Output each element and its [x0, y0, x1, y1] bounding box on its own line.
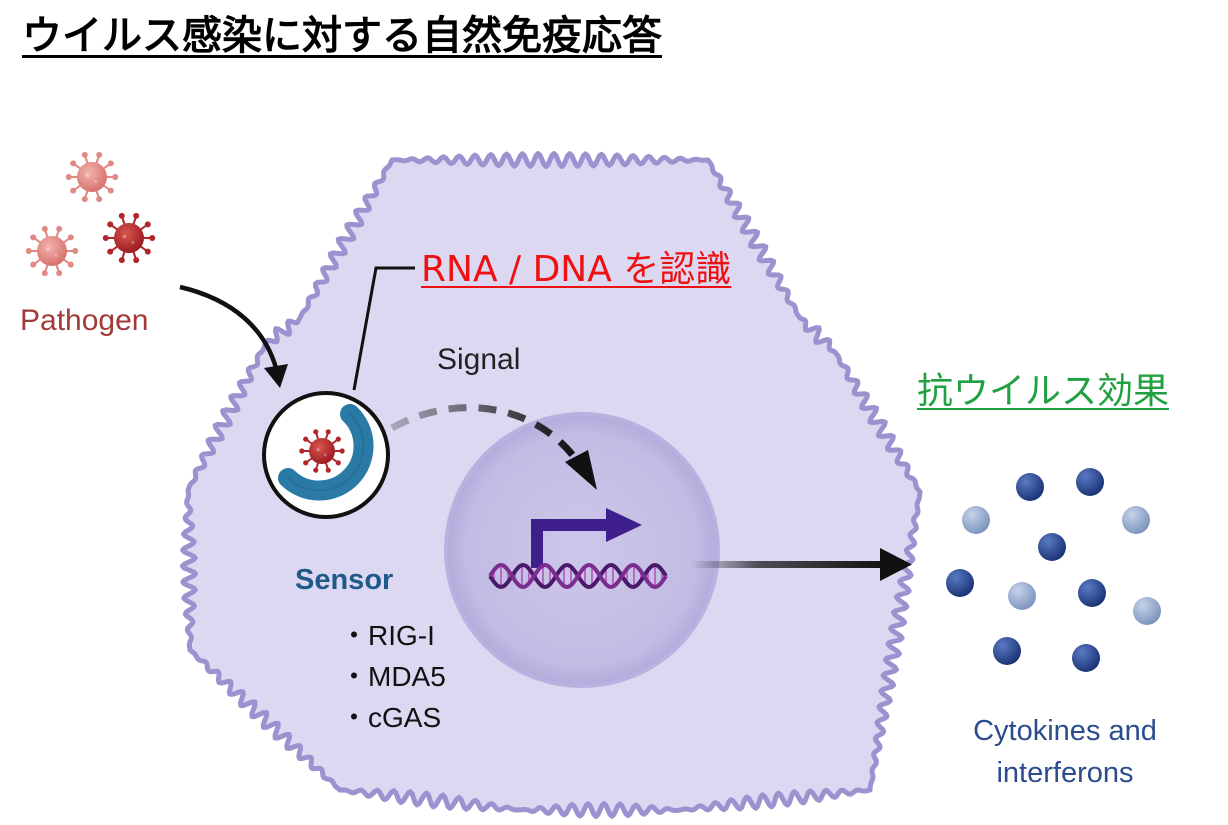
- cytokine-molecule-icon: [946, 569, 974, 597]
- dna-helix-icon: [488, 563, 668, 589]
- cytokine-molecules: [946, 468, 1161, 672]
- cytokine-molecule-icon: [1008, 582, 1036, 610]
- sensor-receptor-icon: [262, 391, 390, 519]
- cytokine-molecule-icon: [1076, 468, 1104, 496]
- recognition-callout-line: [352, 266, 415, 391]
- pathogen-label: Pathogen: [20, 304, 149, 337]
- pathogen-arrow: [179, 284, 288, 388]
- recognition-label: RNA / DNA を認識: [421, 249, 732, 290]
- sensor-item-mda5: ・MDA5: [340, 661, 446, 692]
- virus-icon: [102, 212, 156, 264]
- signal-label: Signal: [437, 343, 521, 376]
- sensor-title: Sensor: [295, 564, 394, 596]
- virus-icon: [25, 225, 79, 277]
- cytokine-molecule-icon: [1122, 506, 1150, 534]
- sensor-list: ・RIG-I ・MDA5 ・cGAS: [340, 622, 446, 745]
- output-arrow: [690, 548, 912, 581]
- sensor-item-cgas: ・cGAS: [340, 702, 442, 733]
- cytokine-molecule-icon: [1133, 597, 1161, 625]
- cytokine-molecule-icon: [1078, 579, 1106, 607]
- signal-arrow: [390, 404, 597, 490]
- page-title: ウイルス感染に対する自然免疫応答: [22, 13, 662, 59]
- cytokine-molecule-icon: [962, 506, 990, 534]
- antiviral-label: 抗ウイルス効果: [917, 371, 1170, 412]
- nucleus: [444, 412, 720, 688]
- virus-icon: [299, 429, 345, 473]
- cytokine-molecule-icon: [993, 637, 1021, 665]
- virus-icon: [65, 151, 119, 203]
- cytokines-label: Cytokines and interferons: [973, 715, 1157, 789]
- cytokine-molecule-icon: [1016, 473, 1044, 501]
- pathogen-viruses: [25, 151, 156, 277]
- virus-icon: [299, 429, 345, 473]
- cytokine-molecule-icon: [1038, 533, 1066, 561]
- sensor-item-rig-i: ・RIG-I: [340, 620, 435, 651]
- cytokine-molecule-icon: [1072, 644, 1100, 672]
- promoter-arrow-icon: [531, 508, 642, 568]
